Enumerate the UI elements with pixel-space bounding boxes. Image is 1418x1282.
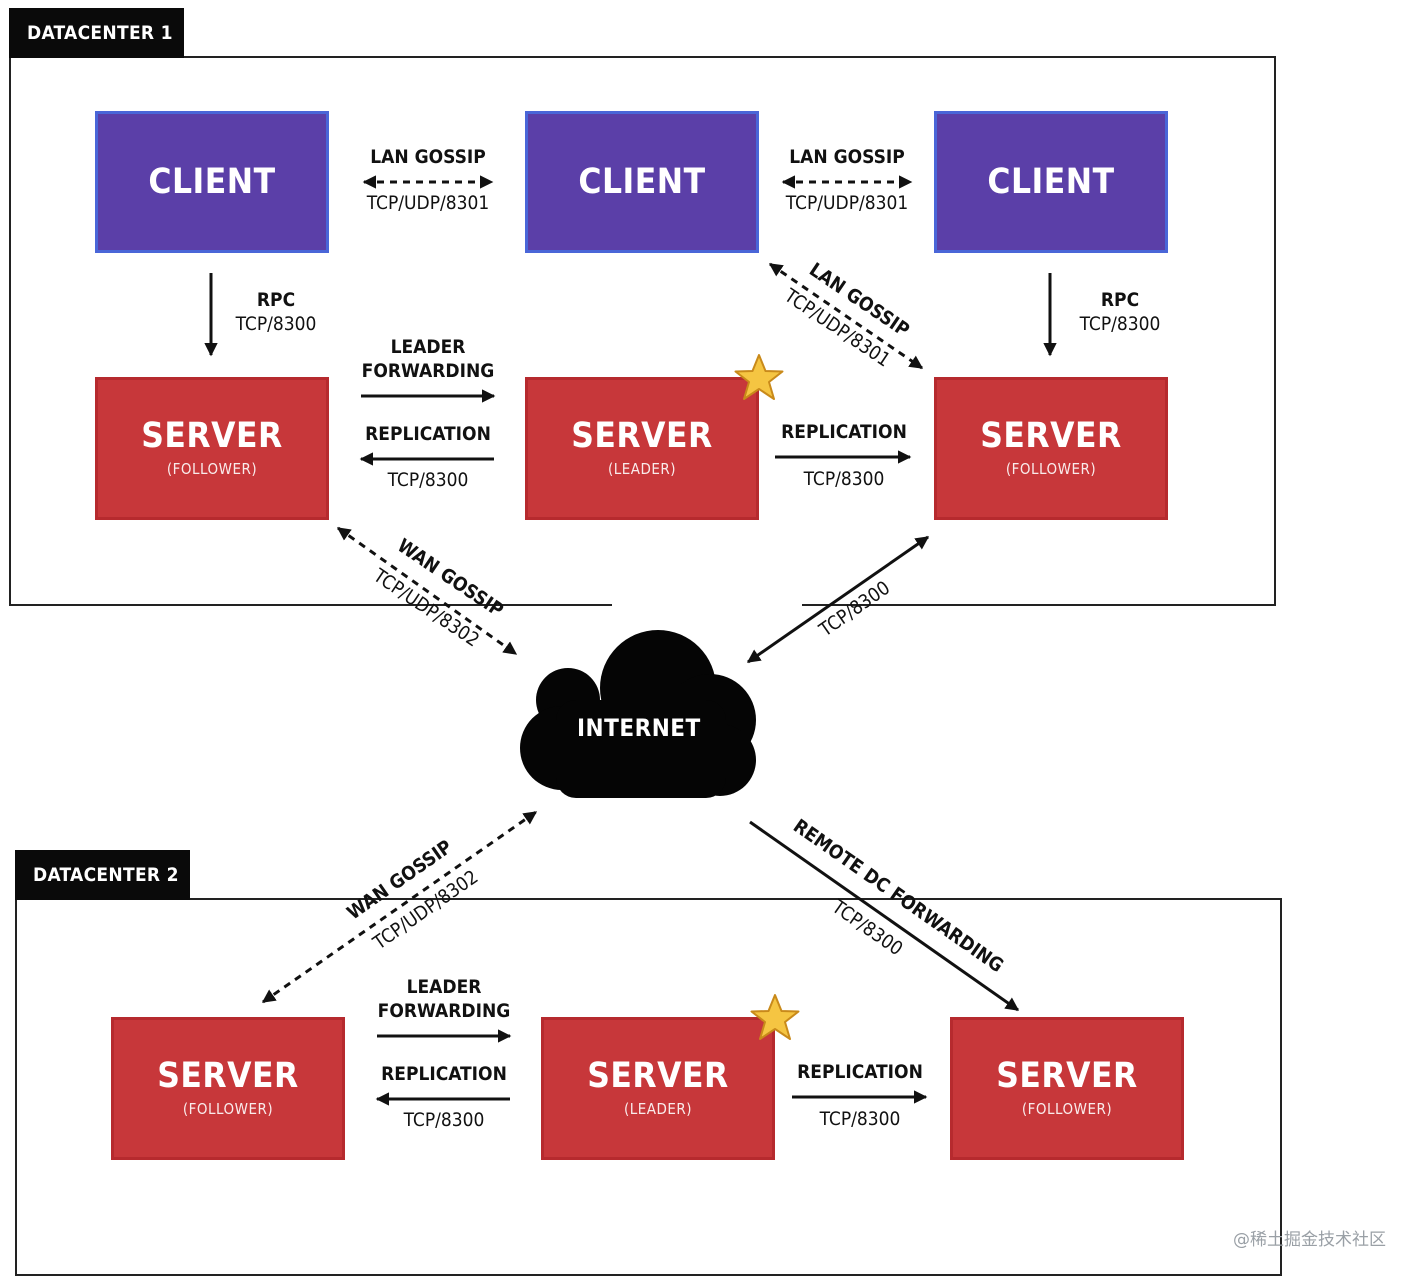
dc1-server-follower-left: SERVER (FOLLOWER) — [95, 377, 329, 520]
link-port: TCP/8300 — [403, 1109, 485, 1131]
dc1-lan-gossip-1-port: TCP/UDP/8301 — [340, 192, 516, 215]
dc1-rpc-right-title: RPC — [1070, 289, 1170, 312]
server-role: (FOLLOWER) — [182, 1100, 274, 1118]
dc1-client-3-label: CLIENT — [987, 161, 1115, 202]
link-port: TCP/8300 — [235, 313, 317, 335]
dc2-server-follower-left: SERVER (FOLLOWER) — [111, 1017, 345, 1160]
server-role: (FOLLOWER) — [1005, 460, 1097, 478]
dc1-lan-gossip-2-label: LAN GOSSIP — [759, 146, 935, 169]
leader-star-icon — [750, 994, 800, 1040]
dc2-leader-forwarding-label: LEADER FORWARDING — [356, 976, 532, 1023]
link-title: LAN GOSSIP — [789, 146, 905, 168]
dc1-replication-right-title: REPLICATION — [756, 421, 932, 444]
dc1-rpc-right-port: TCP/8300 — [1070, 313, 1170, 336]
link-port: TCP/UDP/8301 — [785, 192, 909, 214]
internet-cloud — [520, 630, 756, 798]
link-title-line2: FORWARDING — [361, 359, 495, 382]
link-port: TCP/8300 — [387, 469, 469, 491]
dc2-replication-right-port: TCP/8300 — [772, 1108, 948, 1131]
dc2-replication-left-port: TCP/8300 — [356, 1109, 532, 1132]
dc1-client-2: CLIENT — [525, 111, 759, 253]
server-label: SERVER — [141, 416, 283, 456]
datacenter2-title: DATACENTER 2 — [33, 864, 179, 886]
server-label: SERVER — [571, 416, 713, 456]
dc1-client-3: CLIENT — [934, 111, 1168, 253]
internet-label: INTERNET — [577, 714, 701, 742]
server-role: (FOLLOWER) — [1021, 1100, 1113, 1118]
dc1-replication-left-title: REPLICATION — [340, 423, 516, 446]
link-title-line1: LEADER — [390, 336, 466, 358]
link-port: TCP/8300 — [1079, 313, 1161, 335]
dc2-replication-left-title: REPLICATION — [356, 1063, 532, 1086]
datacenter1-title: DATACENTER 1 — [27, 22, 173, 44]
server-label: SERVER — [980, 416, 1122, 456]
dc1-client-1-label: CLIENT — [148, 161, 276, 202]
dc1-replication-left-port: TCP/8300 — [340, 469, 516, 492]
link-title: LAN GOSSIP — [370, 146, 486, 168]
link-title: RPC — [1100, 289, 1140, 311]
dc1-server-leader: SERVER (LEADER) — [525, 377, 759, 520]
link-title-line1: LEADER — [406, 976, 482, 998]
dc1-replication-right-port: TCP/8300 — [756, 468, 932, 491]
dc2-server-leader: SERVER (LEADER) — [541, 1017, 775, 1160]
watermark: @稀土掘金技术社区 — [1233, 1230, 1386, 1250]
datacenter2-tab: DATACENTER 2 — [15, 850, 190, 900]
link-port: TCP/8300 — [819, 1108, 901, 1130]
datacenter2-frame — [15, 898, 1282, 1276]
link-title-line2: FORWARDING — [377, 999, 511, 1022]
server-label: SERVER — [587, 1056, 729, 1096]
server-role: (LEADER) — [607, 460, 677, 478]
link-title: REPLICATION — [797, 1061, 923, 1083]
link-port: TCP/8300 — [803, 468, 885, 490]
server-label: SERVER — [157, 1056, 299, 1096]
link-port: TCP/UDP/8301 — [366, 192, 490, 214]
dc2-replication-right-title: REPLICATION — [772, 1061, 948, 1084]
server-role: (FOLLOWER) — [166, 460, 258, 478]
dc1-client-2-label: CLIENT — [578, 161, 706, 202]
dc1-lan-gossip-2-port: TCP/UDP/8301 — [759, 192, 935, 215]
dc1-leader-forwarding-label: LEADER FORWARDING — [340, 336, 516, 383]
server-label: SERVER — [996, 1056, 1138, 1096]
dc1-rpc-left-title: RPC — [226, 289, 326, 312]
dc1-client-1: CLIENT — [95, 111, 329, 253]
link-title: REPLICATION — [381, 1063, 507, 1085]
dc1-rpc-left-port: TCP/8300 — [226, 313, 326, 336]
dc1-server-follower-right: SERVER (FOLLOWER) — [934, 377, 1168, 520]
datacenter1-tab: DATACENTER 1 — [9, 8, 184, 58]
server-role: (LEADER) — [623, 1100, 693, 1118]
link-title: REPLICATION — [781, 421, 907, 443]
dc2-server-follower-right: SERVER (FOLLOWER) — [950, 1017, 1184, 1160]
link-title: RPC — [256, 289, 296, 311]
link-title: REPLICATION — [365, 423, 491, 445]
leader-star-icon — [734, 354, 784, 400]
dc1-lan-gossip-1-label: LAN GOSSIP — [340, 146, 516, 169]
